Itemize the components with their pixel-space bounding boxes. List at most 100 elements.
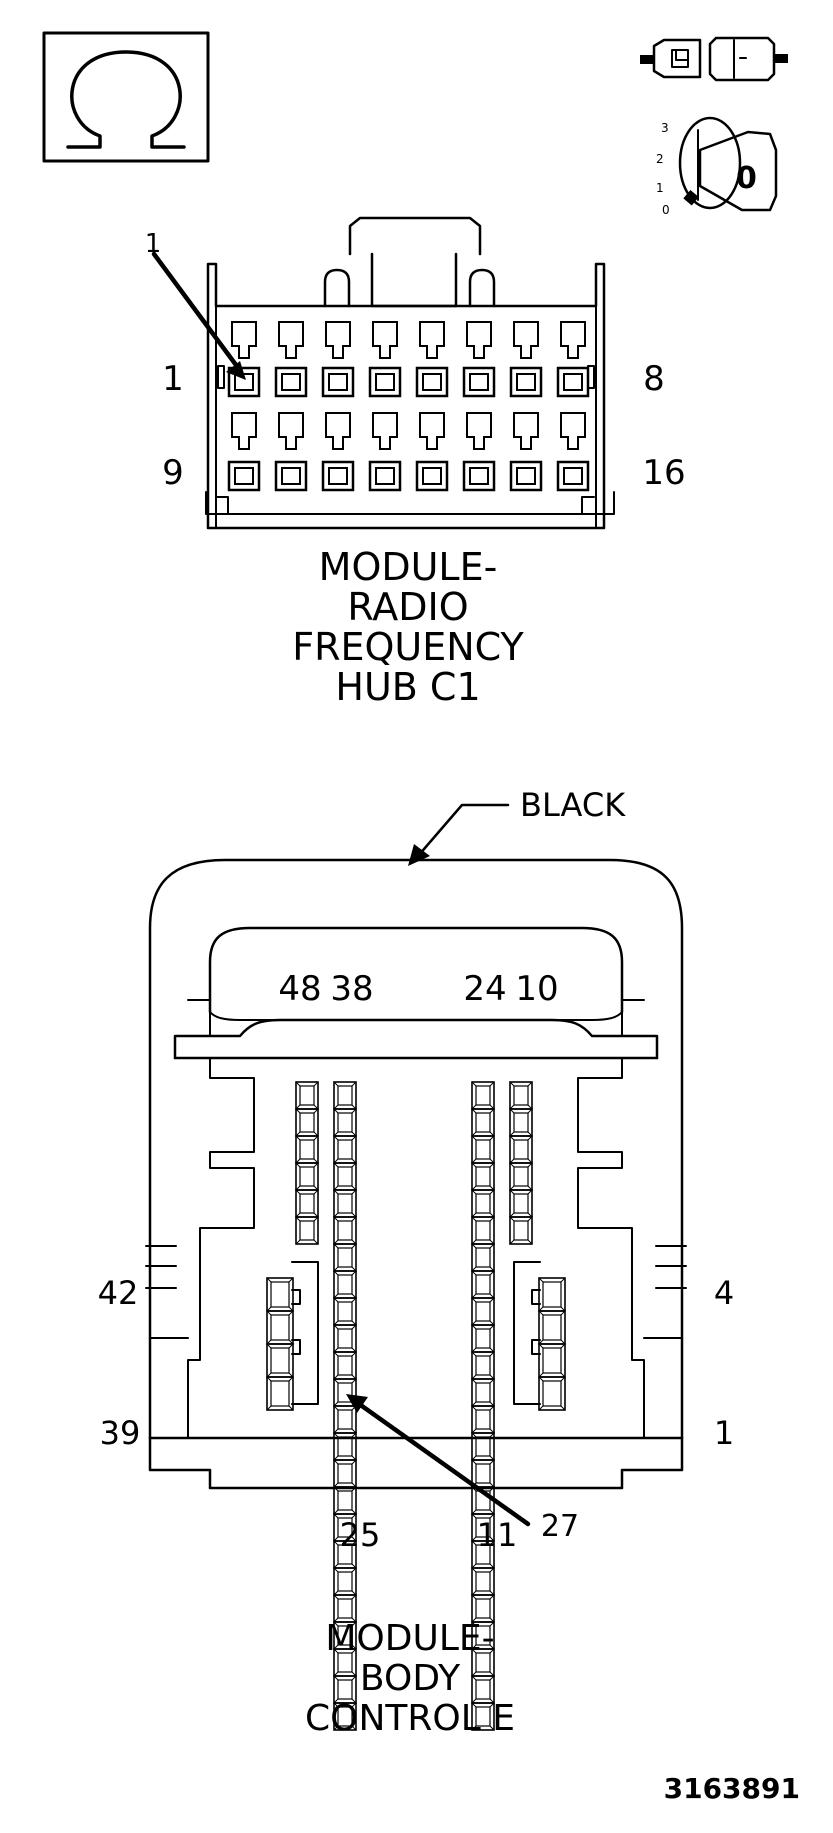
connector-e [145, 858, 687, 1731]
e-cavity-inner [337, 1706, 353, 1727]
c1-cavity [227, 366, 261, 398]
c1-cavity [274, 460, 308, 492]
c1-cavity [462, 366, 496, 398]
c1-title-line-3: FREQUENCY [292, 625, 524, 669]
e-cavity-inner [337, 1166, 353, 1187]
e-cavity [333, 1702, 357, 1731]
pin-label-38: 38 [330, 969, 373, 1009]
e-cavity-inner [475, 1571, 491, 1592]
e-cavity-inner [475, 1193, 491, 1214]
e-cavity-inner [337, 1274, 353, 1295]
c1-cavity-latch [325, 412, 351, 450]
e-cavity-inner [542, 1380, 562, 1407]
e-cavity-inner [270, 1281, 290, 1308]
e-cavity-inner [475, 1301, 491, 1322]
e-title-line-1: MODULE- [325, 1618, 494, 1659]
c1-cavity-latch [278, 412, 304, 450]
e-cavity-inner [299, 1139, 315, 1160]
e-cavity [266, 1376, 294, 1411]
e-cavity-inner [337, 1490, 353, 1511]
c1-cavity-latch [419, 412, 445, 450]
e-cavity-inner [299, 1112, 315, 1133]
e-cavity-inner [337, 1247, 353, 1268]
e-cavity-inner [475, 1274, 491, 1295]
e-cavity-inner [475, 1355, 491, 1376]
e-cavity-inner [475, 1328, 491, 1349]
c1-cavity [415, 460, 449, 492]
c1-cavity-latch [325, 321, 351, 359]
c1-cavity-inner [563, 373, 583, 391]
e-cavity-inner [337, 1598, 353, 1619]
c1-cavity [321, 366, 355, 398]
ignition-position-3: 3 [661, 121, 669, 135]
e-cavity-inner [337, 1139, 353, 1160]
pin-label-11: 11 [477, 1516, 518, 1554]
e-cavity-inner [337, 1517, 353, 1538]
ignition-key-icon: 3 2 1 0 0 [656, 116, 778, 217]
c1-title-line-4: HUB C1 [335, 665, 480, 709]
e-cavity-inner [475, 1544, 491, 1565]
e-cavity-inner [337, 1355, 353, 1376]
c1-cavity-latch [231, 412, 257, 450]
c1-title-line-1: MODULE- [319, 545, 498, 589]
e-cavity-inner [337, 1085, 353, 1106]
c1-cavity-inner [281, 373, 301, 391]
color-leader-arrow [408, 803, 510, 866]
c1-cavity-latch [372, 412, 398, 450]
c1-cavity-inner [234, 467, 254, 485]
c1-title-line-2: RADIO [347, 585, 468, 629]
e-callout-arrow [346, 1394, 531, 1527]
c1-cavity-inner [281, 467, 301, 485]
e-cavity-inner [475, 1436, 491, 1457]
c1-callout-arrow [151, 251, 246, 380]
c1-cavity [227, 460, 261, 492]
c1-cavity-latch [372, 321, 398, 359]
e-cavity-inner [475, 1247, 491, 1268]
c1-cavity-latch [560, 321, 586, 359]
e-cavity-inner [299, 1220, 315, 1241]
e-cavity-inner [270, 1380, 290, 1407]
e-cavity-inner [299, 1193, 315, 1214]
c1-cavity [509, 366, 543, 398]
connector-disconnect-icon [640, 36, 788, 82]
c1-cavity-inner [563, 467, 583, 485]
e-cavity-inner [337, 1328, 353, 1349]
c1-cavity-grid [227, 321, 590, 492]
e-cavity-inner [513, 1112, 529, 1133]
callout-pin-1: 1 [145, 229, 162, 259]
pin-label-10: 10 [515, 969, 558, 1009]
e-cavity-inner [475, 1382, 491, 1403]
e-cavity-inner [337, 1301, 353, 1322]
e-cavity-inner [475, 1112, 491, 1133]
e-cavity-inner [475, 1652, 491, 1673]
c1-cavity [556, 366, 590, 398]
pin-label-24: 24 [463, 969, 506, 1009]
pin-label-48: 48 [278, 969, 321, 1009]
c1-cavity [368, 366, 402, 398]
c1-cavity-inner [469, 373, 489, 391]
c1-cavity-inner [516, 373, 536, 391]
c1-cavity-latch [419, 321, 445, 359]
c1-cavity-inner [469, 467, 489, 485]
c1-cavity-latch [466, 412, 492, 450]
e-cavity-inner [513, 1139, 529, 1160]
e-cavity-inner [475, 1706, 491, 1727]
c1-cavity [368, 460, 402, 492]
e-cavity-inner [475, 1625, 491, 1646]
e-cavity-inner [475, 1679, 491, 1700]
e-cavity-grid [266, 1081, 566, 1731]
c1-cavity-latch [466, 321, 492, 359]
e-cavity-inner [513, 1193, 529, 1214]
e-cavity [538, 1376, 566, 1411]
ignition-position-2: 2 [656, 152, 664, 166]
c1-cavity [509, 460, 543, 492]
c1-cavity-inner [328, 373, 348, 391]
c1-cavity-latch [231, 321, 257, 359]
ohm-icon [42, 31, 210, 163]
e-title-line-2: BODY [360, 1658, 461, 1699]
pin-label-1: 1 [162, 359, 184, 399]
c1-cavity-latch [513, 412, 539, 450]
e-cavity [509, 1216, 533, 1245]
c1-cavity [556, 460, 590, 492]
e-cavity-inner [337, 1652, 353, 1673]
